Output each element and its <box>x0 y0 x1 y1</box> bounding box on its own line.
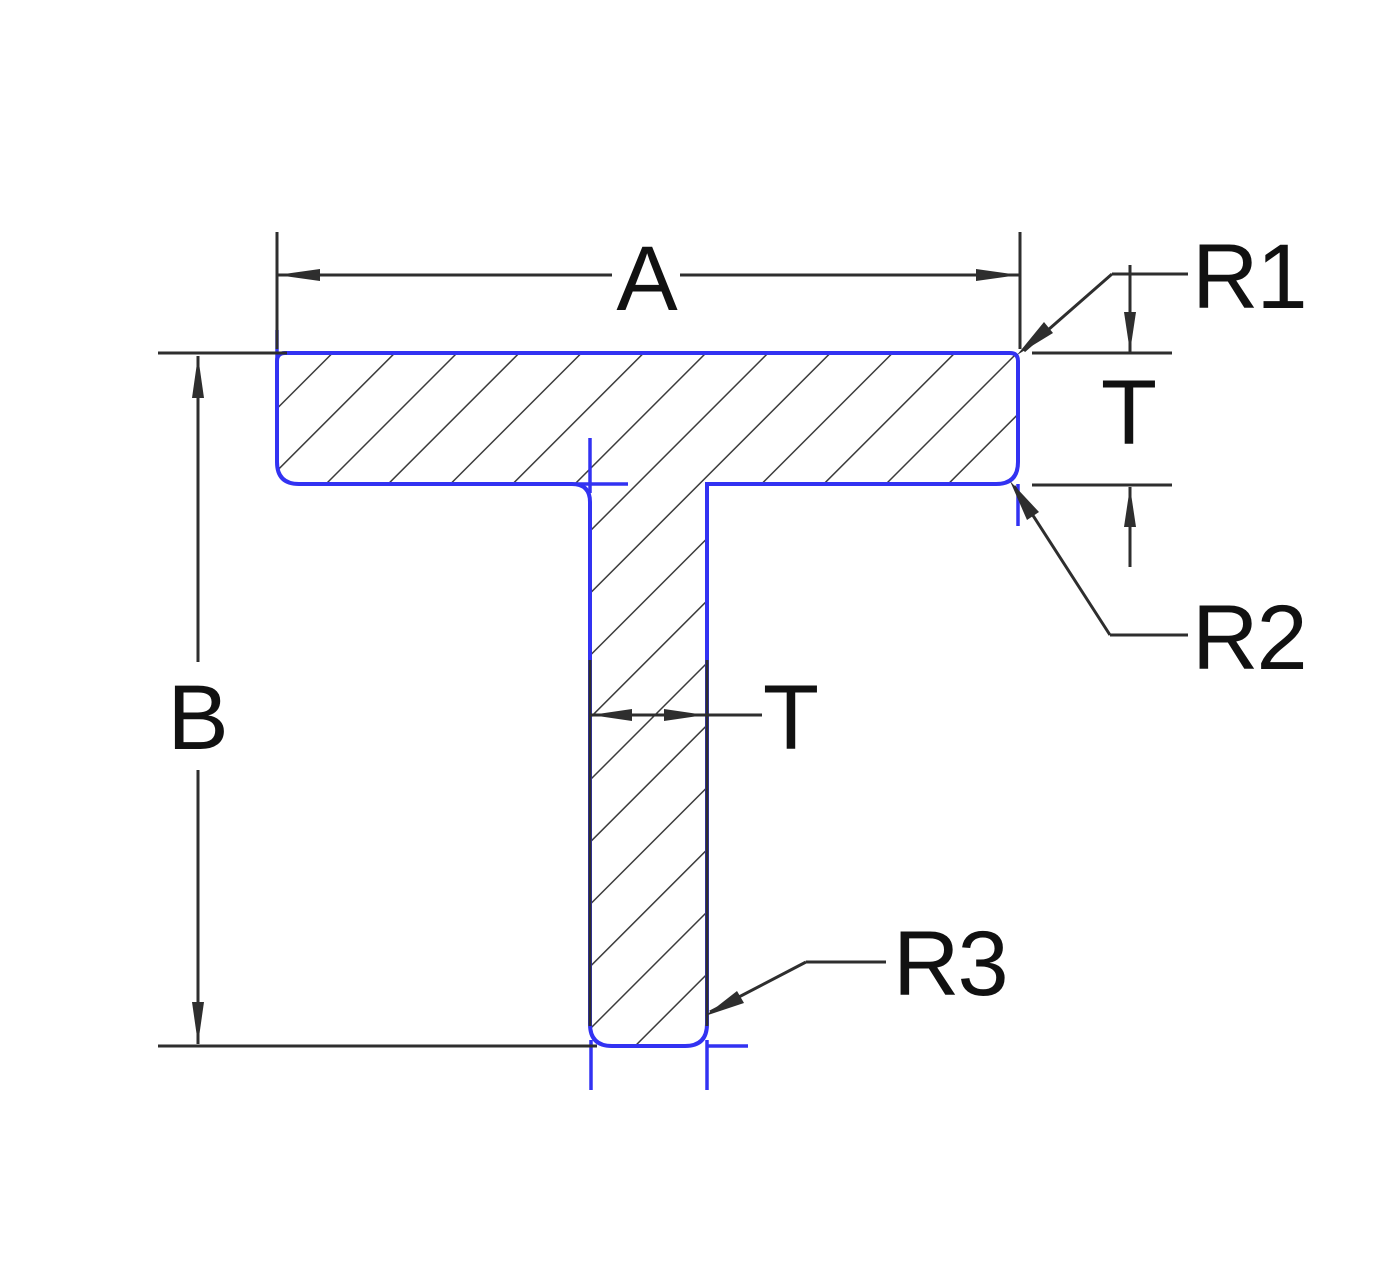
label-r1: R1 <box>1192 226 1306 328</box>
arrowhead-up <box>192 356 204 398</box>
dimension-t-flange: T <box>1032 265 1172 567</box>
dimension-a: A <box>275 228 1022 349</box>
arrowhead-right <box>664 709 705 721</box>
leader-r2: R2 <box>1010 481 1308 689</box>
label-t-flange: T <box>1101 362 1156 464</box>
arrowhead-left <box>277 269 320 281</box>
arrowhead-down <box>1124 312 1136 352</box>
leader-r1: R1 <box>1017 226 1308 355</box>
arrowhead <box>1017 322 1053 355</box>
dimension-t-stem: T <box>591 667 820 769</box>
t-profile-shape <box>275 351 1020 1048</box>
dimension-b: B <box>158 351 597 1048</box>
label-b: B <box>167 667 226 769</box>
arrowhead <box>1010 481 1039 520</box>
arrowhead-right <box>976 269 1019 281</box>
label-a: A <box>616 228 678 330</box>
label-t-stem: T <box>763 667 818 769</box>
t-profile <box>275 330 1020 1090</box>
arrowhead <box>705 991 744 1016</box>
leader-r3: R3 <box>705 913 1009 1016</box>
arrowhead-down <box>192 1002 204 1044</box>
label-r2: R2 <box>1192 587 1306 689</box>
arrowhead-up <box>1124 487 1136 527</box>
label-r3: R3 <box>893 913 1007 1015</box>
arrowhead-left <box>591 709 632 721</box>
